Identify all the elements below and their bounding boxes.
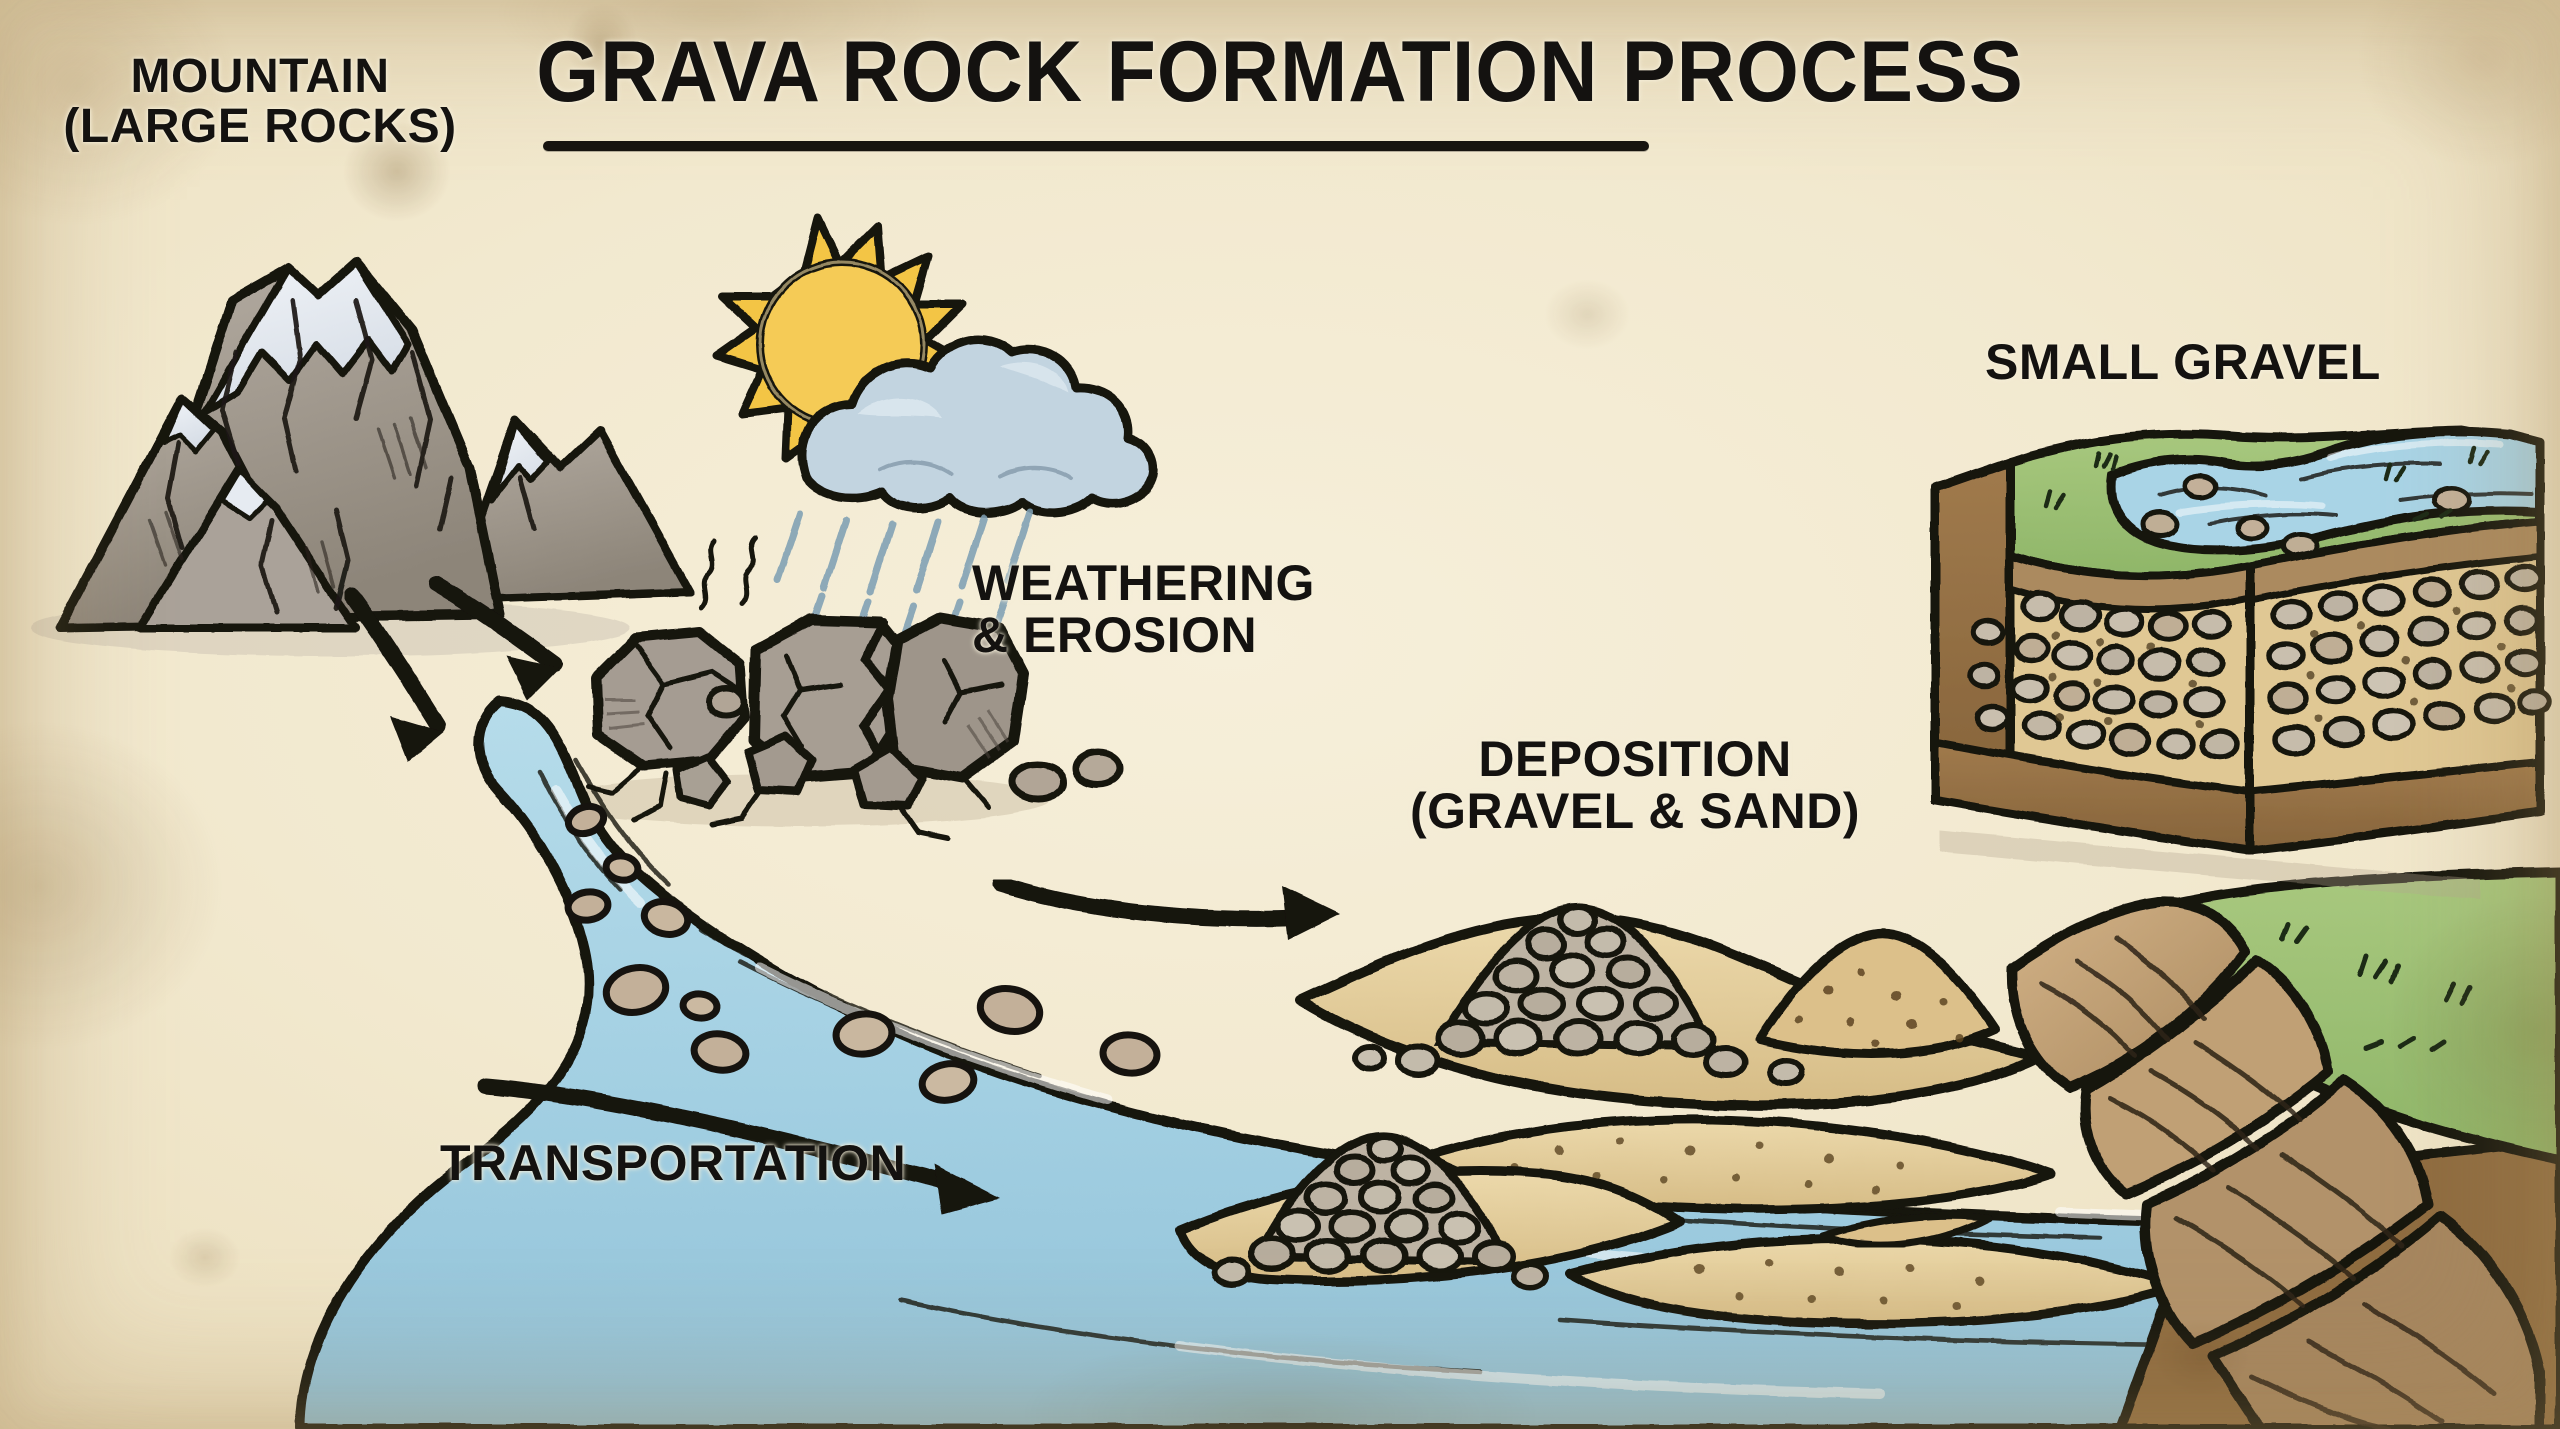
arrow-mountain-lower [344,588,446,762]
boulders-illustration [545,535,1124,841]
arrow-deposition [992,876,1340,940]
cloud-illustration [797,335,1158,518]
deposition-illustration [1175,903,2185,1329]
arrow-transportation [478,1078,1000,1214]
page-title: GRAVA ROCK FORMATION PROCESS [536,24,2024,120]
title-underline-rule [543,141,1649,151]
label-mountain: MOUNTAIN (LARGE ROCKS) [63,50,457,153]
label-small-gravel: SMALL GRAVEL [1985,334,2381,390]
gravel-pile-upper [1352,903,1805,1087]
cross-section-block [1930,425,2552,900]
mountain-illustration [30,257,694,656]
sand-spit-left [1818,1212,1994,1249]
carried-pebbles [564,802,1161,1104]
cliffs-illustration [2006,867,2560,1429]
label-weathering: WEATHERING & EROSION [972,555,1315,663]
label-transportation: TRANSPORTATION [440,1135,907,1191]
gravel-pile-lower [1212,1131,1549,1291]
label-deposition: DEPOSITION (GRAVEL & SAND) [1409,731,1861,839]
arrow-mountain-upper [428,576,562,700]
